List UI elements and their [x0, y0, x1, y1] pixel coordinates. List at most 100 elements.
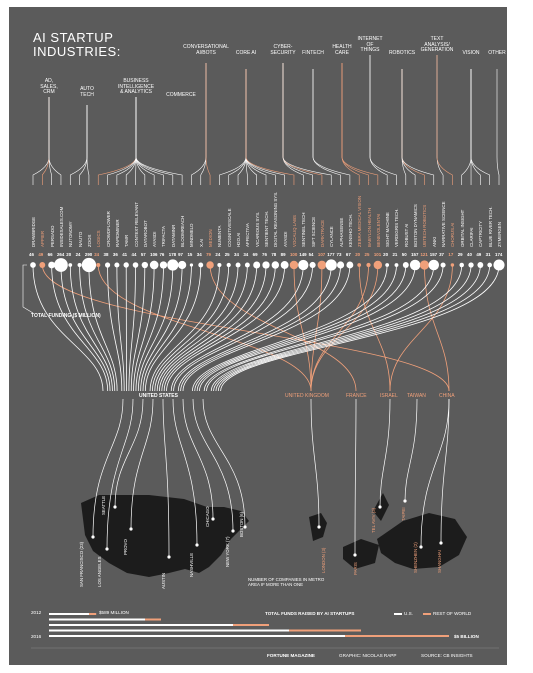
us-line-15 — [137, 264, 174, 392]
company-funding-25: 76 — [262, 252, 267, 257]
company-funding-14: 76 — [159, 252, 165, 257]
country-1: FRANCE — [346, 393, 367, 399]
company-funding-7: 24 — [94, 252, 100, 257]
category-11: TEXT ANALYSIS/ GENERATION — [420, 36, 454, 54]
foreign-line-35 — [358, 264, 391, 392]
category-4: CONVERSATIONAL AI/BOTS — [183, 44, 229, 56]
company-name-20: NUMENTA — [217, 225, 223, 247]
legend-us-label: U.S. — [404, 611, 413, 616]
company-name-14: TRIFACTA — [161, 226, 167, 247]
world-city-dot-3 — [403, 499, 407, 503]
company-funding-32: 177 — [327, 252, 335, 257]
category-link-10 — [125, 97, 137, 185]
funds-bar-us-2014 — [49, 624, 233, 626]
category-0: AD, SALES, CRM — [40, 78, 58, 96]
world-city-line-5 — [440, 398, 450, 544]
us-line-34 — [182, 264, 351, 392]
company-funding-11: 44 — [131, 252, 137, 257]
us-line-29 — [170, 264, 304, 392]
company-funding-8: 38 — [103, 252, 109, 257]
category-5: CORE AI — [235, 50, 257, 56]
world-city-line-1 — [354, 398, 357, 556]
company-funding-13: 106 — [150, 252, 158, 257]
country-3: TAIWAN — [407, 393, 426, 399]
category-link-13 — [135, 97, 155, 185]
us-line-3 — [60, 264, 111, 392]
category-link-16 — [135, 97, 183, 185]
category-13: OTHER — [488, 50, 506, 56]
company-name-8: CROWDFLOWER — [105, 211, 111, 247]
company-funding-47: 40 — [467, 252, 472, 257]
us-line-25 — [161, 264, 267, 392]
category-link-48 — [470, 69, 481, 185]
foreign-line-31 — [310, 264, 323, 392]
company-name-37: BENEVOLENTAI — [375, 213, 381, 247]
company-funding-27: 89 — [280, 252, 286, 257]
us-line-30 — [173, 264, 313, 392]
company-funding-42: 121 — [420, 252, 428, 257]
us-city-3: PROVO — [123, 539, 128, 555]
world-city-line-0 — [310, 398, 320, 528]
world-city-dot-5 — [439, 541, 443, 545]
foreign-line-42 — [424, 264, 450, 392]
category-link-32 — [282, 63, 332, 185]
value-2012: $589 MILLION — [99, 610, 129, 615]
company-funding-21: 25 — [224, 252, 230, 257]
category-10: ROBOTICS — [388, 50, 416, 56]
company-funding-36: 25 — [364, 252, 370, 257]
us-city-dot-4 — [167, 555, 171, 559]
us-city-line-0 — [92, 398, 124, 538]
us-line-27 — [166, 264, 286, 392]
company-funding-35: 20 — [355, 252, 361, 257]
us-city-dot-8 — [243, 525, 247, 529]
category-link-30 — [282, 63, 313, 185]
us-line-23 — [156, 264, 248, 392]
company-name-39: VERDIGRIS TECH. — [394, 208, 400, 247]
us-city-8: BOSTON (6) — [239, 511, 244, 537]
world-city-line-4 — [420, 398, 450, 548]
united-states-label: UNITED STATES — [139, 393, 178, 399]
company-funding-37: 101 — [373, 252, 382, 257]
company-name-9: RAPIDMINER — [114, 219, 120, 247]
funds-title: TOTAL FUNDS RAISED BY AI STARTUPS — [265, 611, 355, 616]
company-name-32: CYLANCE — [329, 226, 335, 247]
us-line-43 — [203, 264, 435, 392]
company-funding-6: 290 — [84, 252, 93, 257]
company-funding-12: 57 — [140, 252, 146, 257]
company-name-44: NARRATIVE SCIENCE — [441, 201, 447, 247]
category-link-27 — [245, 69, 285, 185]
category-6: CYBER- SECURITY — [270, 44, 296, 56]
us-city-dot-5 — [195, 543, 199, 547]
category-link-9 — [116, 97, 137, 185]
us-line-11 — [128, 264, 136, 392]
category-link-31 — [282, 63, 323, 185]
us-line-12 — [130, 264, 146, 392]
world-city-2: TEL AVIV (3) — [371, 507, 376, 533]
legend-world: REST OF WORLD — [421, 611, 471, 616]
us-city-7: NEW YORK (7) — [225, 536, 230, 567]
company-name-46: ORBITAL INSIGHT — [459, 209, 465, 247]
foreign-line-1 — [41, 264, 450, 392]
category-link-18 — [200, 63, 207, 185]
company-name-43: ANKI — [431, 236, 437, 247]
company-name-40: ROBUST AI — [403, 223, 409, 247]
company-name-34: KENSHO TECH. — [347, 214, 353, 247]
category-link-17 — [191, 63, 207, 185]
us-city-1: LOS ANGELES — [97, 556, 102, 587]
category-link-41 — [401, 69, 416, 185]
category-12: VISION — [462, 50, 480, 56]
category-link-5 — [79, 105, 88, 185]
us-line-48 — [215, 264, 481, 392]
world-city-0: LONDON (3) — [321, 547, 326, 573]
company-funding-38: 20 — [383, 252, 389, 257]
foreign-line-45 — [389, 264, 453, 392]
category-3: COMMERCE — [166, 92, 196, 98]
us-line-32 — [177, 264, 332, 392]
world-city-line-3 — [404, 398, 418, 502]
category-link-19 — [205, 63, 211, 185]
us-line-50 — [220, 264, 500, 392]
us-line-46 — [210, 264, 463, 392]
world-city-3: TAIPEI — [401, 507, 406, 521]
year-2016: 2016 — [31, 634, 42, 639]
company-name-19: MEDION — [208, 229, 214, 247]
